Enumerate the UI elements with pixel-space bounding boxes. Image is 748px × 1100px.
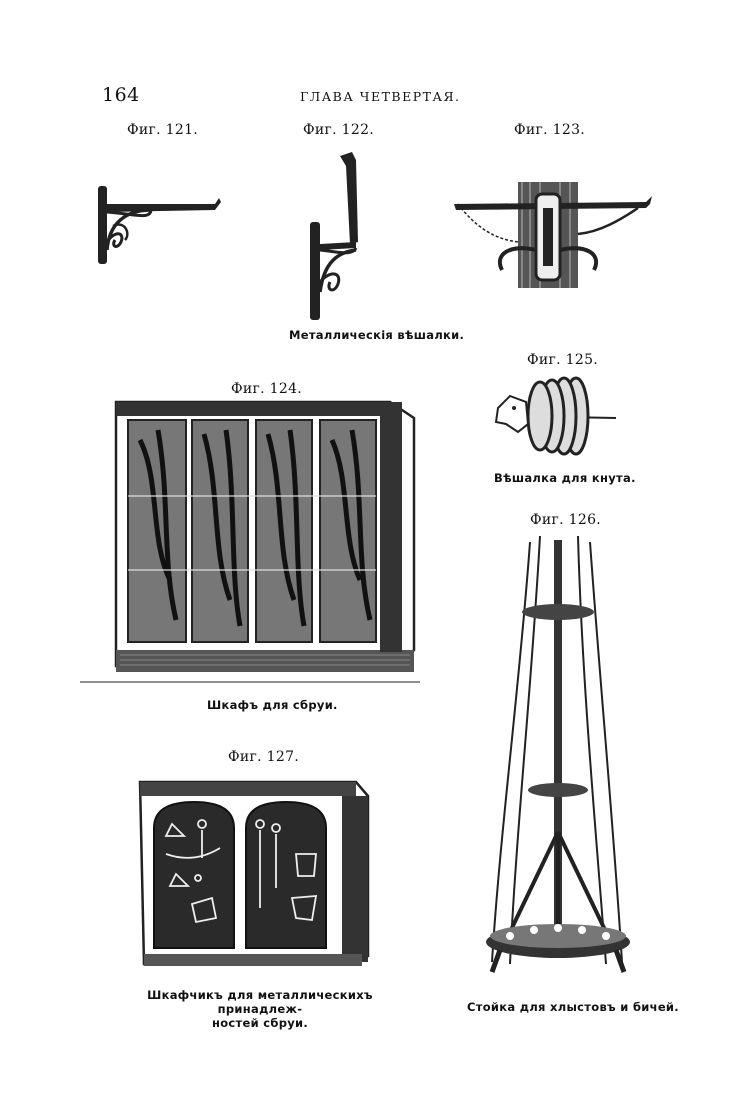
whip-stand-illustration xyxy=(486,535,630,973)
wall-hook-tall-illustration xyxy=(310,152,358,320)
caption-whip-stand: Стойка для хлыстовъ и бичей. xyxy=(467,1000,679,1014)
caption-harness-cabinet: Шкафъ для сбруи. xyxy=(207,698,338,712)
caption-whip-hanger: Вѣшалка для кнута. xyxy=(494,471,636,485)
caption-metal-hangers: Металлическія вѣшалки. xyxy=(289,328,465,342)
fig-126-label: Фиг. 126. xyxy=(530,512,602,528)
small-cabinet-illustration xyxy=(138,780,370,966)
fig-123-label: Фиг. 123. xyxy=(514,122,586,138)
harness-cabinet-illustration xyxy=(80,400,420,683)
whip-hanger-horse-head-illustration xyxy=(494,376,617,456)
caption-small-cabinet-line1: Шкафчикъ для металлическихъ принадлеж- xyxy=(147,988,373,1016)
fig-124-label: Фиг. 124. xyxy=(231,381,303,397)
chapter-title: ГЛАВА ЧЕТВЕРТАЯ. xyxy=(300,89,461,104)
fig-125-label: Фиг. 125. xyxy=(527,352,599,368)
caption-small-cabinet-line2: ностей сбруи. xyxy=(211,1016,309,1030)
fig-122-label: Фиг. 122. xyxy=(303,122,375,138)
caption-small-cabinet: Шкафчикъ для металлическихъ принадлеж- н… xyxy=(118,988,402,1030)
wall-hook-bracket-illustration xyxy=(98,186,221,264)
fig-121-label: Фиг. 121. xyxy=(127,122,199,138)
page-number: 164 xyxy=(102,84,140,106)
wall-hook-double-illustration xyxy=(454,182,652,288)
fig-127-label: Фиг. 127. xyxy=(228,749,300,765)
